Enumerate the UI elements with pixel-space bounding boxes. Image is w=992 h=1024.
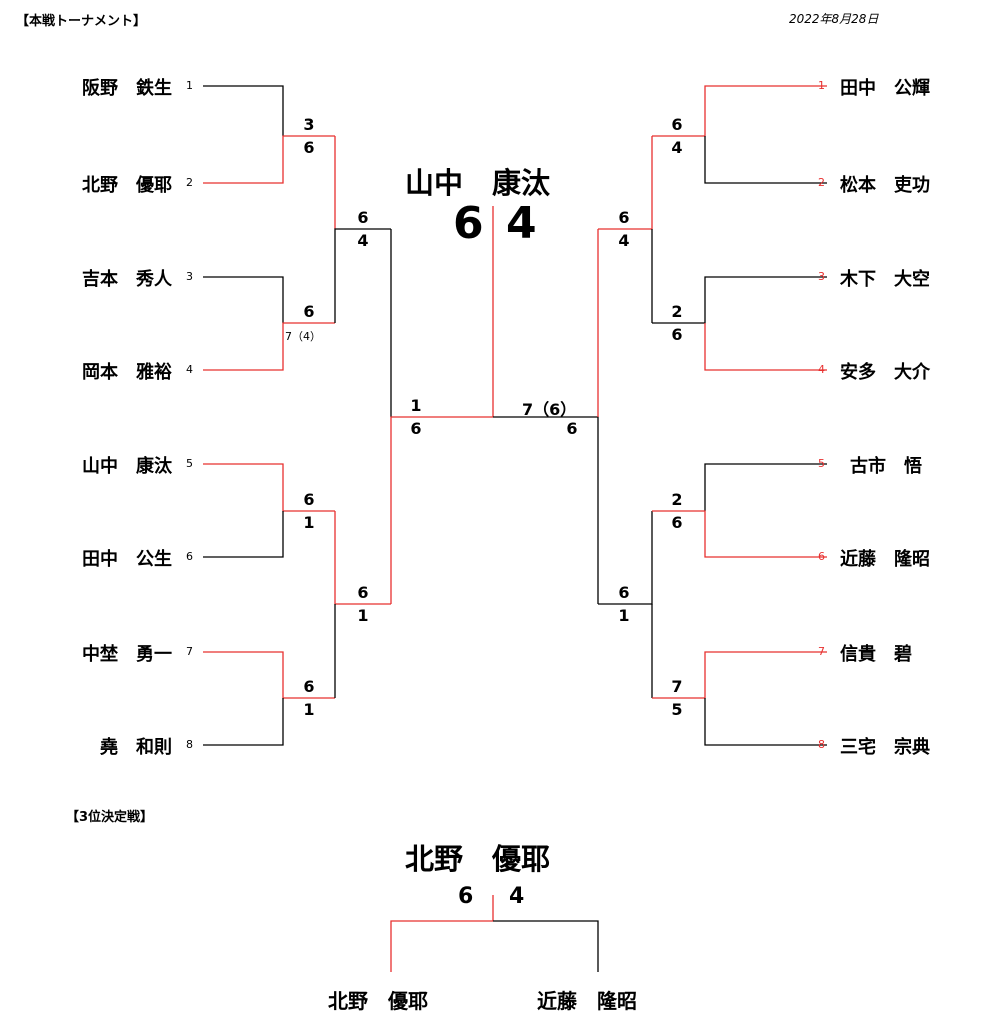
page-title: 【本戦トーナメント】 xyxy=(16,14,147,29)
score-r-r2-m1-top: 6 xyxy=(618,208,630,227)
right-player-2: 松本 吏功 xyxy=(840,175,930,196)
left-seed-4: 4 xyxy=(186,363,193,376)
left-player-8: 堯 和則 xyxy=(100,737,172,758)
third-place-winner: 北野 優耶 xyxy=(405,842,551,876)
line-r4 xyxy=(704,323,827,371)
date-label: 2022年8月28日 xyxy=(789,12,879,26)
score-r-r1-m2-bottom: 6 xyxy=(671,325,683,344)
left-player-7: 中埜 勇一 xyxy=(82,644,172,665)
right-player-6: 近藤 隆昭 xyxy=(840,549,930,570)
left-player-4: 岡本 雅裕 xyxy=(82,362,172,383)
score-l-r2-m1-top: 6 xyxy=(357,208,369,227)
score-l-r1-m3-bottom: 1 xyxy=(303,513,315,532)
third-place-player-left: 北野 優耶 xyxy=(328,989,428,1013)
score-l-r2-m1-bottom: 4 xyxy=(357,231,369,250)
score-l-r1-m3-top: 6 xyxy=(303,490,315,509)
right-player-7: 信貴 碧 xyxy=(840,644,912,665)
score-semi-left-bottom: 6 xyxy=(410,419,422,438)
right-player-4: 安多 大介 xyxy=(840,362,930,383)
line-l7 xyxy=(203,651,335,699)
right-seed-1: 1 xyxy=(818,79,825,92)
third-place-score-right: 4 xyxy=(509,884,525,909)
left-player-6: 田中 公生 xyxy=(82,549,172,570)
score-l-r1-m2-bottom: 7（4） xyxy=(285,330,321,343)
line-l4 xyxy=(203,322,335,371)
line-r6 xyxy=(652,510,827,558)
left-seed-7: 7 xyxy=(186,645,193,658)
line-r-sfb xyxy=(493,416,599,604)
left-seed-2: 2 xyxy=(186,176,193,189)
right-seed-2: 2 xyxy=(818,176,825,189)
line-3rd-left xyxy=(390,920,493,972)
right-player-1: 田中 公輝 xyxy=(840,78,930,99)
score-r-r1-m4-top: 7 xyxy=(671,677,683,696)
right-player-3: 木下 大空 xyxy=(840,269,930,290)
line-l8 xyxy=(203,698,284,746)
right-seed-6: 6 xyxy=(818,550,825,563)
score-r-r1-m2-top: 2 xyxy=(671,302,683,321)
score-r-r1-m1-bottom: 4 xyxy=(671,138,683,157)
line-l-sfb xyxy=(390,416,493,604)
final-score-right: 4 xyxy=(506,198,537,249)
right-seed-7: 7 xyxy=(818,645,825,658)
left-player-1: 阪野 鉄生 xyxy=(82,78,172,99)
left-seed-5: 5 xyxy=(186,457,193,470)
right-player-5: 古市 悟 xyxy=(850,456,922,477)
left-player-5: 山中 康汰 xyxy=(82,456,172,477)
right-seed-3: 3 xyxy=(818,270,825,283)
score-l-r1-m4-top: 6 xyxy=(303,677,315,696)
third-place-title: 【3位決定戦】 xyxy=(66,810,154,825)
score-r-r1-m3-top: 2 xyxy=(671,490,683,509)
right-seed-4: 4 xyxy=(818,363,825,376)
score-r-r2-m2-top: 6 xyxy=(618,583,630,602)
left-seed-6: 6 xyxy=(186,550,193,563)
line-r8 xyxy=(704,698,827,746)
score-semi-left-top: 1 xyxy=(410,396,422,415)
line-l-r2b xyxy=(334,228,391,323)
score-l-r2-m2-top: 6 xyxy=(357,583,369,602)
line-l2 xyxy=(203,135,335,184)
line-3rd-right xyxy=(493,920,599,972)
right-player-8: 三宅 宗典 xyxy=(840,737,930,758)
line-l1 xyxy=(203,85,284,136)
score-r-r2-m1-bottom: 4 xyxy=(618,231,630,250)
line-r3 xyxy=(652,276,827,324)
score-r-r2-m2-bottom: 1 xyxy=(618,606,630,625)
line-l5 xyxy=(203,463,335,512)
score-semi-right-top: 7（6） xyxy=(522,400,577,419)
score-l-r1-m1-top: 3 xyxy=(303,115,315,134)
score-l-r2-m2-bottom: 1 xyxy=(357,606,369,625)
score-r-r1-m1-top: 6 xyxy=(671,115,683,134)
score-l-r1-m4-bottom: 1 xyxy=(303,700,315,719)
right-seed-5: 5 xyxy=(818,457,825,470)
final-score-left: 6 xyxy=(453,198,484,249)
left-seed-8: 8 xyxy=(186,738,193,751)
score-l-r1-m2-top: 6 xyxy=(303,302,315,321)
score-r-r1-m3-bottom: 6 xyxy=(671,513,683,532)
line-r5 xyxy=(704,463,827,511)
line-r2 xyxy=(704,136,827,184)
score-semi-right-bottom: 6 xyxy=(566,419,578,438)
left-seed-1: 1 xyxy=(186,79,193,92)
champion-name: 山中 康汰 xyxy=(405,166,551,200)
left-seed-3: 3 xyxy=(186,270,193,283)
score-r-r1-m4-bottom: 5 xyxy=(671,700,683,719)
line-r1 xyxy=(652,85,827,137)
left-player-3: 吉本 秀人 xyxy=(82,269,172,290)
line-l6 xyxy=(203,511,284,558)
third-place-player-right: 近藤 隆昭 xyxy=(537,989,637,1013)
line-l3 xyxy=(203,276,284,323)
right-seed-8: 8 xyxy=(818,738,825,751)
third-place-score-left: 6 xyxy=(458,884,474,909)
score-l-r1-m1-bottom: 6 xyxy=(303,138,315,157)
line-r7 xyxy=(652,651,827,699)
left-player-2: 北野 優耶 xyxy=(82,175,172,196)
